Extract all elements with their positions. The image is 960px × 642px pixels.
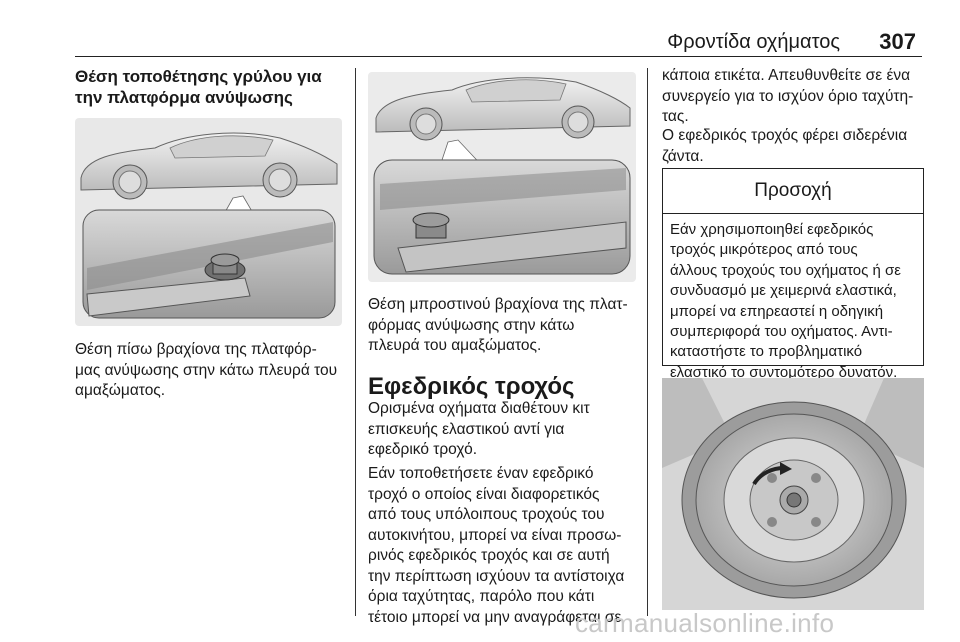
front-lift-arm-illustration — [368, 72, 636, 282]
text-line: Εάν τοποθετήσετε έναν εφεδρικό — [368, 465, 594, 482]
text-line: συνδυασμό με χειμερινά ελαστικά, — [670, 282, 897, 300]
text-line: αυτοκινήτου, μπορεί να είναι προσω- — [368, 526, 622, 544]
spare-wheel-intro: Ορισμένα οχήματα διαθέτουν κιτ επισκευής… — [368, 399, 590, 461]
caption-line: μας ανύψωσης στην κάτω πλευρά του — [75, 361, 338, 379]
text-line: καταστήστε το προβληματικό — [670, 343, 863, 361]
header-rule — [75, 56, 922, 57]
text-line: τέτοιο μπορεί να μην αναγράφεται σε — [368, 608, 622, 626]
caution-box: Προσοχή Εάν χρησιμοποιηθεί εφεδρικός τρο… — [662, 168, 924, 381]
text-line: Εάν χρησιμοποιηθεί εφεδρικός — [670, 221, 874, 238]
caption-line: αμαξώματος. — [75, 382, 166, 399]
column-divider-left — [355, 68, 356, 616]
column-divider-right — [647, 68, 648, 616]
text-line: όρια ταχύτητας, παρόλο που κάτι — [368, 588, 595, 605]
text-line: τροχό ο οποίος είναι διαφορετικός — [368, 485, 600, 503]
text-line: Ο εφεδρικός τροχός φέρει σιδερένια — [662, 127, 908, 144]
text-line: επισκευής ελαστικού αντί για — [368, 420, 565, 438]
front-arm-caption: Θέση μπροστινού βραχίονα της πλατ- φόρμα… — [368, 295, 628, 357]
caption-line: Θέση μπροστινού βραχίονα της πλατ- — [368, 296, 628, 313]
heading-line: την πλατφόρμα ανύψωσης — [75, 88, 293, 107]
rear-arm-caption: Θέση πίσω βραχίονα της πλατφόρ- μας ανύψ… — [75, 340, 337, 402]
spare-wheel-heading: Εφεδρικός τροχός — [368, 373, 575, 400]
text-line: την περίπτωση ισχύουν τα αντίστοιχα — [368, 567, 625, 585]
jack-position-heading: Θέση τοποθέτησης γρύλου για την πλατφόρμ… — [75, 66, 322, 108]
caption-line: πλευρά του αμαξώματος. — [368, 337, 542, 354]
text-line: άλλους τροχούς του οχήματος ή σε — [670, 261, 901, 279]
caption-line: Θέση πίσω βραχίονα της πλατφόρ- — [75, 341, 317, 358]
caution-text: Εάν χρησιμοποιηθεί εφεδρικός τροχός μικρ… — [663, 214, 923, 383]
text-line: από τους υπόλοιπους τροχούς του — [368, 506, 605, 523]
spare-wheel-paragraph: Εάν τοποθετήσετε έναν εφεδρικό τροχό ο ο… — [368, 464, 624, 628]
running-header-title: Φροντίδα οχήματος — [667, 31, 840, 53]
text-line: ρινός εφεδρικός τροχός και σε αυτή — [368, 547, 610, 564]
text-line: τροχός μικρότερος από τους — [670, 241, 858, 259]
heading-line: Θέση τοποθέτησης γρύλου για — [75, 67, 322, 86]
caption-line: φόρμας ανύψωσης στην κάτω — [368, 316, 575, 334]
watermark: carmanualsonline.info — [575, 608, 835, 638]
text-line: τας. — [662, 108, 689, 125]
spare-wheel-well-illustration — [662, 378, 924, 610]
text-line: συνεργείο για το ισχύον όριο ταχύτη- — [662, 87, 914, 105]
text-line: εφεδρικό τροχό. — [368, 441, 478, 458]
text-line: μπορεί να επηρεαστεί η οδηγική — [670, 302, 884, 320]
rear-lift-arm-illustration — [75, 118, 342, 326]
text-line: Ορισμένα οχήματα διαθέτουν κιτ — [368, 400, 590, 417]
text-line: κάποια ετικέτα. Απευθυνθείτε σε ένα — [662, 67, 911, 84]
page-number: 307 — [879, 29, 916, 54]
steel-rim-paragraph: Ο εφεδρικός τροχός φέρει σιδερένια ζάντα… — [662, 126, 907, 167]
text-line: συμπεριφορά του οχήματος. Αντι- — [670, 323, 893, 341]
speed-limit-paragraph: κάποια ετικέτα. Απευθυνθείτε σε ένα συνε… — [662, 66, 913, 128]
caution-title: Προσοχή — [663, 169, 923, 214]
text-line: ζάντα. — [662, 147, 704, 165]
text-line: ελαστικό το συντομότερο δυνατόν. — [670, 363, 898, 381]
